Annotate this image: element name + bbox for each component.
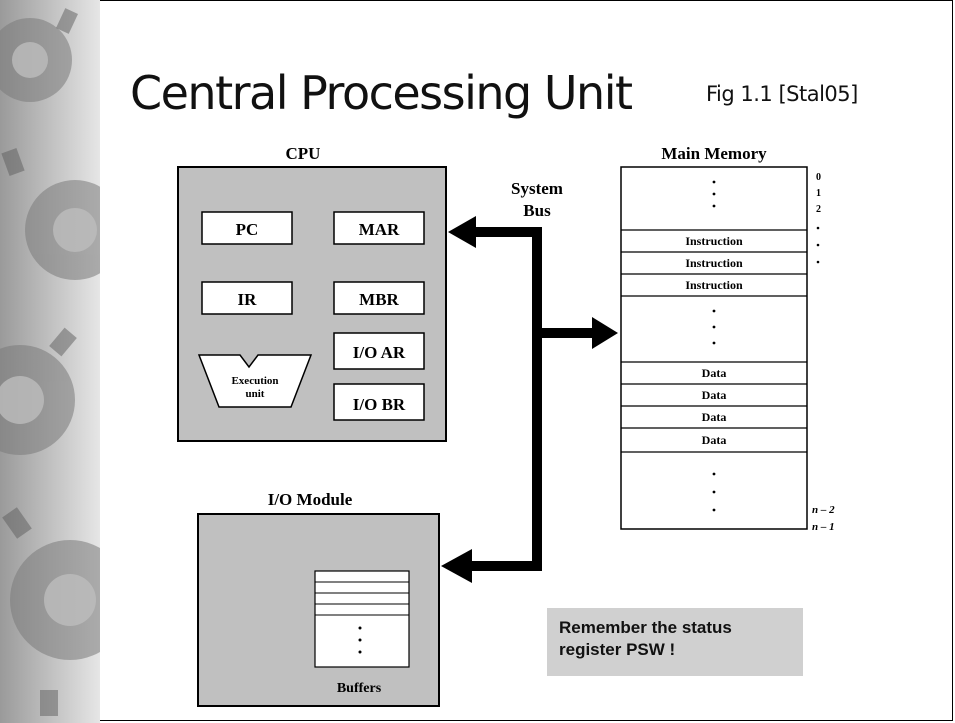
- address-2: 2: [816, 204, 821, 215]
- arrow-to-cpu: [448, 216, 476, 248]
- register-ir: IR: [201, 281, 293, 315]
- register-io-br-label: I/O BR: [353, 395, 406, 414]
- io-module-label: I/O Module: [268, 490, 353, 509]
- register-mar: MAR: [333, 211, 425, 245]
- system-bus-label-line2: Bus: [523, 201, 551, 220]
- register-pc-label: PC: [236, 220, 259, 239]
- register-mar-label: MAR: [359, 220, 400, 239]
- execution-unit: Execution unit: [197, 354, 313, 408]
- memory-instruction-2: Instruction: [685, 256, 743, 270]
- register-io-br: I/O BR: [333, 383, 425, 421]
- address-n-minus-2: n – 2: [812, 504, 835, 516]
- execution-unit-label-line1: Execution: [231, 375, 278, 387]
- memory-data-4: Data: [702, 433, 727, 447]
- cpu-label: CPU: [286, 144, 321, 163]
- slide-title: Central Processing Unit: [130, 66, 633, 120]
- memory-instruction-3: Instruction: [685, 278, 743, 292]
- buffers: Buffers: [314, 570, 410, 696]
- memory-data-2: Data: [702, 388, 727, 402]
- register-io-ar-label: I/O AR: [353, 343, 406, 362]
- address-0: 0: [816, 172, 821, 183]
- buffers-label: Buffers: [337, 681, 382, 696]
- register-mbr-label: MBR: [359, 290, 399, 309]
- register-pc: PC: [201, 211, 293, 245]
- status-register-note: Remember the status register PSW !: [547, 608, 803, 676]
- system-bus: [441, 216, 618, 583]
- address-n-minus-1: n – 1: [812, 521, 835, 533]
- memory-data-1: Data: [702, 366, 727, 380]
- register-mbr: MBR: [333, 281, 425, 315]
- arrow-to-main-memory: [592, 317, 618, 349]
- figure-reference: Fig 1.1 [Stal05]: [706, 82, 858, 106]
- memory-instruction-1: Instruction: [685, 234, 743, 248]
- register-io-ar: I/O AR: [333, 332, 425, 370]
- execution-unit-label-line2: unit: [246, 388, 265, 400]
- arrow-to-io-module: [441, 549, 472, 583]
- address-1: 1: [816, 188, 821, 199]
- register-ir-label: IR: [238, 290, 258, 309]
- memory-addresses: 0 1 2 n – 2 n – 1: [812, 172, 835, 533]
- gear-background-image: [0, 0, 100, 723]
- main-memory: Instruction Instruction Instruction Data…: [620, 166, 808, 530]
- system-bus-label-line1: System: [511, 179, 563, 198]
- main-memory-label: Main Memory: [661, 144, 767, 163]
- memory-data-3: Data: [702, 410, 727, 424]
